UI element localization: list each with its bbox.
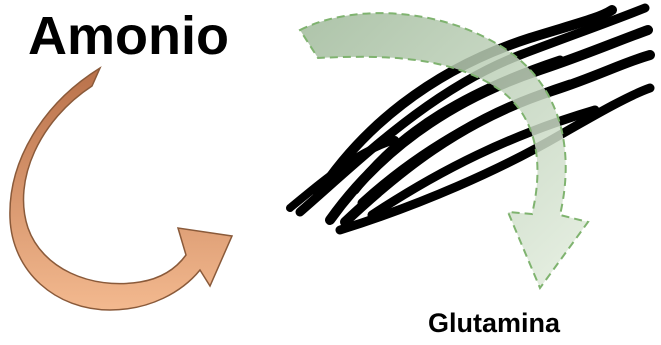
dashed-curved-arrow-icon xyxy=(300,13,588,288)
glutamina-label: Glutamina xyxy=(428,306,560,340)
curved-arrow-icon xyxy=(10,68,232,310)
